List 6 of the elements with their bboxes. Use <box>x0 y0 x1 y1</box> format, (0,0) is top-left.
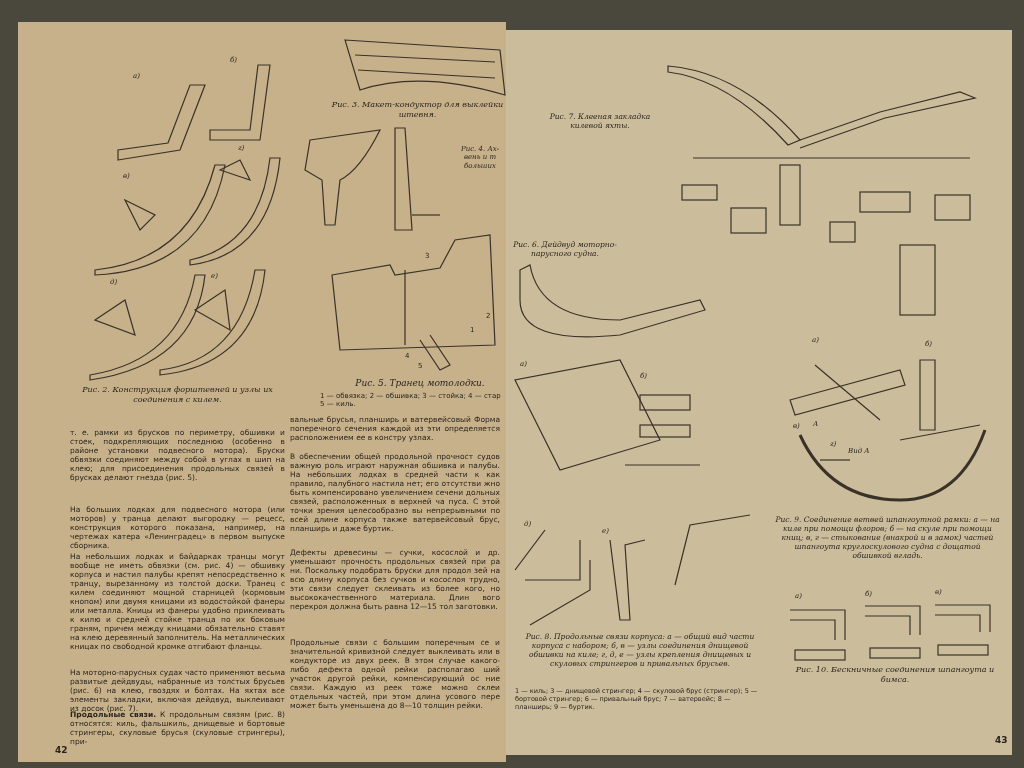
figure-caption: Рис. 5. Транец мотолодки. <box>354 378 486 389</box>
figure-caption: Рис. 10. Бескничные соединения шпангоута и бимса. <box>794 665 996 685</box>
page-number: 42 <box>55 745 69 756</box>
figure-caption: Рис. 3. Макет-кондуктор для выклейки штевня. <box>330 100 505 120</box>
figure-caption: Рис. 2. Конструкция форштевней и узлы их соединения с килем. <box>81 385 274 405</box>
page-number: 43 <box>995 735 1009 746</box>
